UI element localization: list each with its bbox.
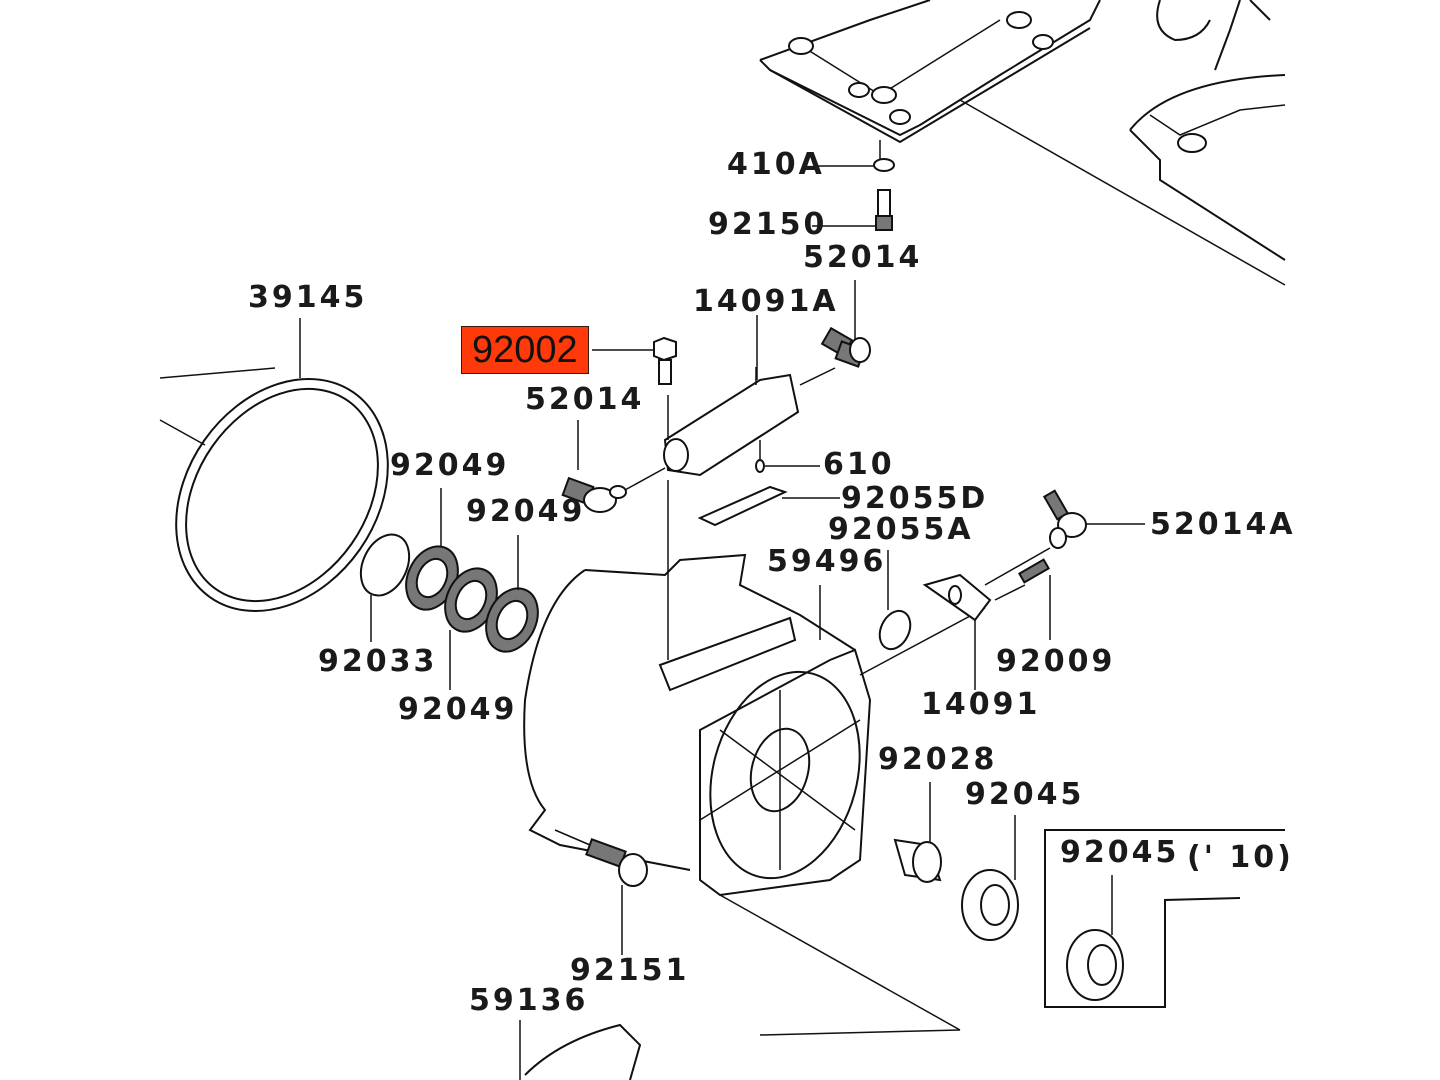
part-label-92151[interactable]: 92151: [570, 953, 690, 988]
elbow-52014A-drawing: [1042, 489, 1145, 549]
bolt-92002-drawing: [592, 336, 677, 660]
pump-body-drawing: [523, 553, 986, 1036]
part-label-14091[interactable]: 14091: [921, 687, 1041, 722]
part-label-92049-b[interactable]: 92049: [466, 494, 586, 529]
part-label-59496[interactable]: 59496: [767, 544, 887, 579]
part-label-410A[interactable]: 410A: [727, 147, 825, 182]
part-label-92045[interactable]: 92045: [965, 777, 1085, 812]
part-label-92055A[interactable]: 92055A: [828, 512, 974, 547]
bearings-drawing: [893, 782, 1019, 941]
part-label-92009[interactable]: 92009: [996, 644, 1116, 679]
gasket-92055D-drawing: [697, 485, 840, 527]
ring-39145-drawing: [159, 318, 389, 612]
highlighted-part-number[interactable]: 92002: [461, 326, 589, 374]
part-label-92028[interactable]: 92028: [878, 742, 998, 777]
part-label-59136[interactable]: 59136: [469, 983, 589, 1018]
part-label-92055D[interactable]: 92055D: [841, 481, 989, 516]
part-label-92049-a[interactable]: 92049: [390, 448, 510, 483]
year-note: (' 10): [1187, 840, 1294, 875]
part-label-610[interactable]: 610: [823, 447, 895, 482]
fitting-52014-drawing: [799, 280, 871, 386]
inset-box: [1044, 829, 1285, 1008]
bolt-92151-drawing: [519, 829, 648, 1080]
part-label-92150[interactable]: 92150: [708, 207, 828, 242]
part-label-14091A[interactable]: 14091A: [693, 284, 839, 319]
seals-drawing: [359, 488, 539, 690]
elbow-52014-drawing: [561, 420, 666, 513]
part-label-52014A[interactable]: 52014A: [1150, 507, 1296, 542]
housing-14091A-drawing: [663, 315, 820, 477]
washer-and-bolt-drawing: [812, 140, 895, 231]
part-label-92033[interactable]: 92033: [318, 644, 438, 679]
flange-drawing: [878, 547, 1051, 690]
impeller-cover-drawing: [1129, 0, 1286, 261]
part-label-52014-top[interactable]: 52014: [803, 240, 923, 275]
part-label-92045-inset[interactable]: 92045: [1060, 835, 1180, 870]
part-label-92049-c[interactable]: 92049: [398, 692, 518, 727]
part-label-39145[interactable]: 39145: [248, 280, 368, 315]
part-label-52014-left[interactable]: 52014: [525, 382, 645, 417]
mounting-plate-drawing: [759, 0, 1286, 286]
